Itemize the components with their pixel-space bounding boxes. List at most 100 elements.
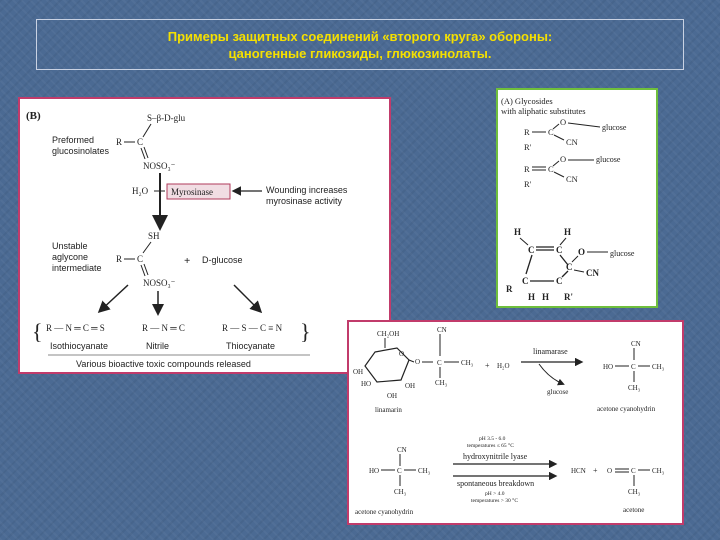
- bond-c-cn-3: [573, 269, 585, 273]
- c-atom-1: C: [137, 137, 143, 147]
- noso3-2: NOSO₃⁻: [143, 278, 176, 288]
- ring-bond-left: [525, 254, 533, 275]
- glucosinolates-label: glucosinolates: [52, 146, 110, 156]
- cn-linamarin: CN: [437, 326, 447, 334]
- ring-bond-right: [559, 254, 569, 266]
- h-top-right: H: [564, 227, 571, 237]
- glucosinolate-diagram: (B) Preformed glucosinolates S–β-D-glu R…: [18, 97, 391, 374]
- r-atom-1: R: [116, 137, 122, 147]
- acetone-label: acetone: [623, 506, 644, 514]
- temp-condition-1: temperatures ≤ 65 °C: [467, 442, 514, 449]
- rp-ring: R': [564, 292, 573, 302]
- glucosinolate-svg: (B) Preformed glucosinolates S–β-D-glu R…: [26, 110, 348, 369]
- bond-c-n-1b: [143, 146, 149, 159]
- slide-title: Примеры защитных соединений «второго кру…: [36, 19, 684, 70]
- isothiocyanate-formula: R — N ═ C ═ S: [46, 323, 105, 333]
- s-glu-label: S–β-D-glu: [147, 113, 186, 123]
- c-atom-2: C: [137, 254, 143, 264]
- r-1: R: [524, 127, 530, 137]
- linamarin-svg: CH₂OH O O OH HO OH OH CN C CH₃ CH₃ linam…: [353, 326, 665, 516]
- bond-c-o-3: [571, 255, 579, 263]
- acetone-ch3-a: CH₃: [652, 467, 665, 475]
- c-linamarin: C: [437, 359, 442, 367]
- plus-sign: +: [184, 255, 190, 267]
- ring-c-2: C: [556, 245, 563, 255]
- temp-condition-2: temperatures > 30 °C: [471, 497, 518, 504]
- acetone-c: C: [631, 467, 636, 475]
- c-2: C: [548, 164, 554, 174]
- heading-line-1: (A) Glycosides: [501, 96, 553, 106]
- thiocyanate-label: Thiocyanate: [226, 341, 275, 351]
- bond-h-c-1: [519, 237, 529, 246]
- myrosinase-box: [166, 183, 231, 200]
- d-glucose-label: D-glucose: [202, 255, 243, 265]
- acetone-oxygen: O: [607, 467, 612, 475]
- wounding-line-2: myrosinase activity: [266, 196, 343, 206]
- cn-1: CN: [566, 137, 578, 147]
- oh-bottom: OH: [387, 392, 397, 400]
- bond-c-o-1: [552, 123, 560, 130]
- ch3-reactant-2b: CH₃: [394, 488, 407, 496]
- r-atom-2: R: [116, 254, 122, 264]
- glucose-c-label: glucose: [547, 388, 568, 396]
- glycosides-svg: (A) Glycosides with aliphatic substitute…: [501, 96, 635, 302]
- hnl-label: hydroxynitrile lyase: [463, 452, 528, 461]
- ring-c-5: C: [556, 276, 563, 286]
- glucose-2: glucose: [596, 155, 621, 164]
- linker-oxygen: O: [415, 358, 420, 366]
- ring-c-1: C: [528, 245, 535, 255]
- preformed-label: Preformed: [52, 135, 94, 145]
- ch3-product-1a: CH₃: [652, 363, 665, 371]
- cn-3: CN: [586, 268, 599, 278]
- bond-h-c-2: [559, 237, 567, 246]
- bond-c-cn-1: [553, 134, 565, 141]
- r-2: R: [524, 164, 530, 174]
- acetone-cyanohydrin-label-1: acetone cyanohydrin: [597, 405, 656, 413]
- intermediate-label: intermediate: [52, 263, 102, 273]
- wounding-line-1: Wounding increases: [266, 185, 348, 195]
- arrow-to-isothiocyanate: [97, 284, 129, 314]
- nitrile-label: Nitrile: [146, 341, 169, 351]
- bond-c-n-2b: [143, 263, 149, 276]
- glucose-ring: [364, 347, 410, 383]
- ring-bond-bottom-right: [561, 270, 569, 278]
- h-bottom-1: H: [528, 292, 535, 302]
- ph-condition-2: pH > 4.0: [485, 491, 505, 497]
- ho-left: HO: [361, 380, 371, 388]
- r-ring: R: [506, 284, 513, 294]
- aglycone-label: aglycone: [52, 252, 88, 262]
- ch3-reactant-2a: CH₃: [418, 467, 431, 475]
- ring-c-3: C: [566, 262, 573, 272]
- heading-line-2: with aliphatic substitutes: [501, 106, 586, 116]
- arrow-to-thiocyanate: [233, 284, 263, 314]
- oh-right: OH: [405, 382, 415, 390]
- hcn-label: HCN: [571, 467, 586, 475]
- ch3-product-1b: CH₃: [628, 384, 641, 392]
- cn-reactant-2: CN: [397, 446, 407, 454]
- oxygen-2: O: [560, 154, 566, 164]
- title-line-2: цаногенные гликозиды, глюкозинолаты.: [228, 45, 492, 61]
- bond-c-o-2: [552, 160, 560, 167]
- oxygen-3: O: [578, 247, 585, 257]
- isothiocyanate-label: Isothiocyanate: [50, 341, 108, 351]
- cn-product-1: CN: [631, 340, 641, 348]
- left-bracket: {: [32, 319, 43, 344]
- ring-c-4: C: [522, 276, 529, 286]
- plus-c: +: [485, 361, 490, 370]
- bond-c-n-2a: [140, 264, 146, 277]
- ch3-linamarin-1: CH₃: [461, 359, 474, 367]
- sh-group: SH: [148, 231, 160, 241]
- linamarase-label: linamarase: [533, 347, 568, 356]
- glycosides-diagram: (A) Glycosides with aliphatic substitute…: [496, 88, 658, 308]
- bond-c-cn-2: [553, 171, 565, 178]
- spontaneous-label: spontaneous breakdown: [457, 479, 534, 488]
- c-product-1: C: [631, 363, 636, 371]
- linamarin-diagram: CH₂OH O O OH HO OH OH CN C CH₃ CH₃ linam…: [347, 320, 684, 525]
- h-top-left: H: [514, 227, 521, 237]
- ph-condition-1: pH 3.5 - 6.0: [479, 436, 506, 442]
- plus-hcn: +: [593, 466, 598, 475]
- oh-left: OH: [353, 368, 363, 376]
- ho-reactant-2: HO: [369, 467, 379, 475]
- footer-caption: Various bioactive toxic compounds releas…: [76, 359, 251, 369]
- oxygen-1: O: [560, 117, 566, 127]
